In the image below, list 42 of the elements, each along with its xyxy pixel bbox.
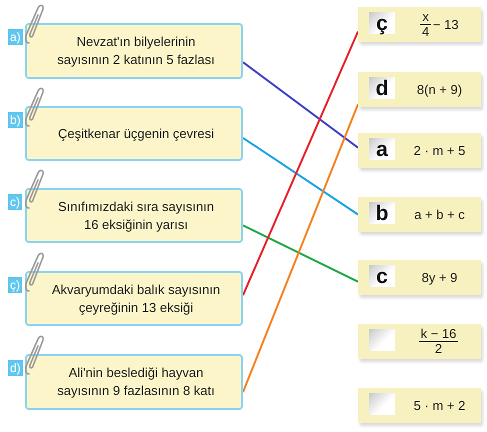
blank-square xyxy=(369,329,395,351)
item-tag: c) xyxy=(8,194,22,210)
item-tag: b) xyxy=(8,112,23,128)
connector-line xyxy=(242,137,359,216)
statement-card xyxy=(25,188,243,243)
expression-card xyxy=(358,7,481,42)
expression-card xyxy=(358,197,481,232)
statement-card xyxy=(25,106,243,161)
expression-text: 2 · m + 5 xyxy=(414,143,466,158)
expression-card xyxy=(358,388,481,423)
connector-line xyxy=(242,104,359,392)
letter-square: d xyxy=(369,77,395,99)
expression-text: 5 · m + 2 xyxy=(414,398,466,413)
fraction: k − 16 2 xyxy=(418,327,458,356)
statement-text: Sınıfımızdaki sıra sayısının 16 eksiğinin yarısı xyxy=(56,198,216,234)
letter-square: c xyxy=(369,265,395,287)
item-tag: d) xyxy=(8,360,23,376)
letter-square: a xyxy=(369,138,395,160)
expression-text: − 13 xyxy=(432,17,459,32)
expression-card xyxy=(358,72,481,107)
item-tag: ç) xyxy=(8,277,22,293)
connector-line xyxy=(242,224,358,283)
expression-card xyxy=(358,260,481,295)
item-tag: a) xyxy=(8,29,23,45)
connector-line xyxy=(242,31,359,296)
statement-text: Nevzat'ın bilyelerinin sayısının 2 katının 5 fazlası xyxy=(56,33,216,69)
statement-card xyxy=(25,271,243,326)
blank-square xyxy=(369,393,395,415)
expression-text: 8(n + 9) xyxy=(416,82,462,97)
letter-square: b xyxy=(369,202,395,224)
statement-text: Çeşitkenar üçgenin çevresi xyxy=(58,124,214,142)
statement-text: Ali'nin beslediği hayvan sayısının 9 fazlasının 8 katı xyxy=(56,364,216,400)
connector-line xyxy=(242,61,359,148)
expression-card xyxy=(358,133,481,168)
letter-square: ç xyxy=(369,12,395,34)
expression-card xyxy=(358,324,481,359)
statement-card xyxy=(25,354,243,410)
expression-text: 8y + 9 xyxy=(422,270,458,285)
expression-text: a + b + c xyxy=(414,207,465,222)
statement-card xyxy=(25,23,243,79)
fraction: x 4 xyxy=(420,10,431,39)
statement-text: Akvaryumdaki balık sayısının çeyreğinin 13 eksiği xyxy=(51,280,221,316)
